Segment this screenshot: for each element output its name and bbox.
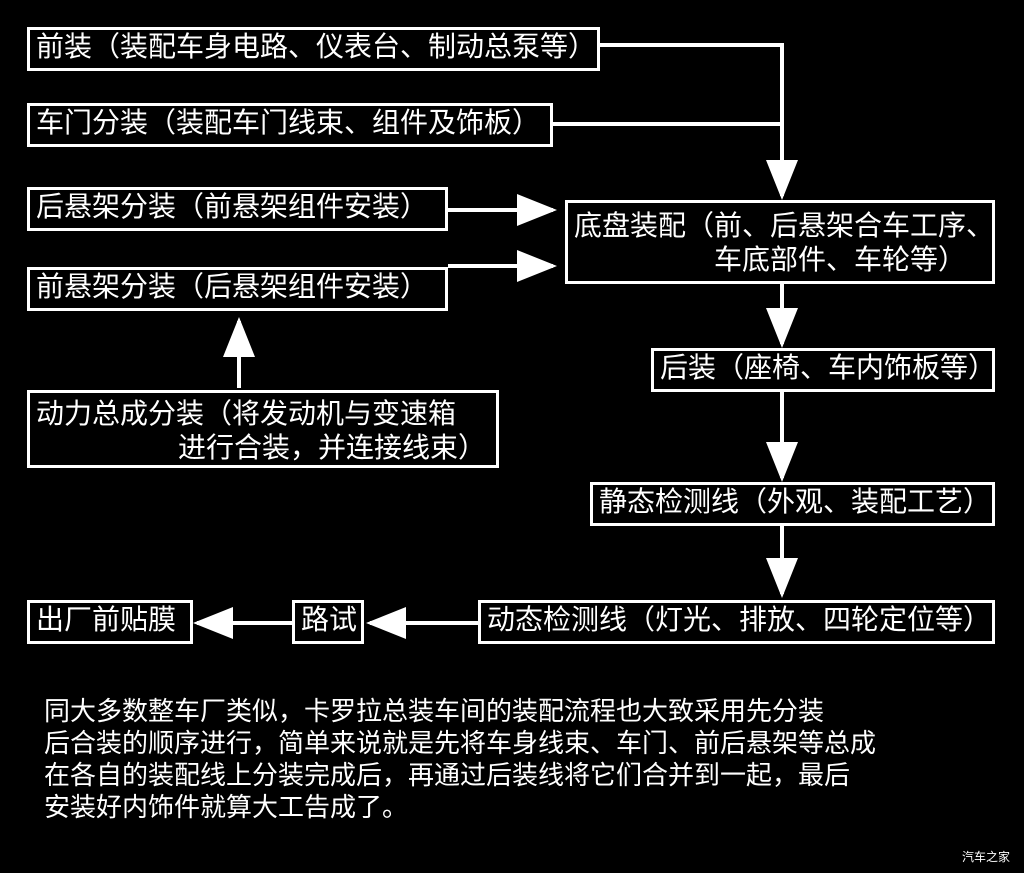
node-chassis-line1: 底盘装配（前、后悬架合车工序、 xyxy=(574,209,995,242)
node-door-subassembly: 车门分装（装配车门线束、组件及饰板） xyxy=(27,103,553,147)
caption-paragraph: 同大多数整车厂类似，卡罗拉总装车间的装配流程也大致采用先分装 后合装的顺序进行，… xyxy=(44,696,1004,824)
node-static-test-line: 静态检测线（外观、装配工艺） xyxy=(590,482,995,526)
node-rear-assembly-label: 后装（座椅、车内饰板等） xyxy=(660,351,997,384)
node-static-test-label: 静态检测线（外观、装配工艺） xyxy=(599,485,992,518)
node-rear-assembly: 后装（座椅、车内饰板等） xyxy=(651,348,997,392)
node-road-test-label: 路试 xyxy=(301,603,358,636)
node-road-test: 路试 xyxy=(292,600,364,644)
node-front-suspension-label: 前悬架分装（后悬架组件安装） xyxy=(36,270,429,303)
node-dynamic-test-label: 动态检测线（灯光、排放、四轮定位等） xyxy=(487,603,992,636)
node-chassis-line2: 车底部件、车轮等） xyxy=(714,243,967,276)
node-powertrain-line2: 进行合装，并连接线束） xyxy=(178,431,487,464)
node-front-assembly: 前装（装配车身电路、仪表台、制动总泵等） xyxy=(27,27,600,71)
caption-line-1: 同大多数整车厂类似，卡罗拉总装车间的装配流程也大致采用先分装 xyxy=(44,697,825,727)
caption-line-4: 安装好内饰件就算大工告成了。 xyxy=(44,793,409,823)
node-chassis-assembly: 底盘装配（前、后悬架合车工序、 车底部件、车轮等） xyxy=(565,200,995,284)
node-front-suspension-subassembly: 前悬架分装（后悬架组件安装） xyxy=(27,267,448,311)
node-powertrain-line1: 动力总成分装（将发动机与变速箱 xyxy=(36,397,457,430)
arrow-front-to-chassis xyxy=(600,43,798,200)
watermark: 汽车之家 xyxy=(961,850,1010,864)
node-rear-suspension-label: 后悬架分装（前悬架组件安装） xyxy=(36,190,429,223)
node-dynamic-test-line: 动态检测线（灯光、排放、四轮定位等） xyxy=(478,600,995,644)
node-pre-delivery-film: 出厂前贴膜 xyxy=(27,600,193,644)
node-front-assembly-label: 前装（装配车身电路、仪表台、制动总泵等） xyxy=(36,30,597,63)
node-film-label: 出厂前贴膜 xyxy=(36,603,177,636)
node-door-subassembly-label: 车门分装（装配车门线束、组件及饰板） xyxy=(36,106,541,139)
node-powertrain-subassembly: 动力总成分装（将发动机与变速箱 进行合装，并连接线束） xyxy=(27,390,499,468)
caption-line-2: 后合装的顺序进行，简单来说就是先将车身线束、车门、前后悬架等总成 xyxy=(44,729,877,759)
node-rear-suspension-subassembly: 后悬架分装（前悬架组件安装） xyxy=(27,187,448,231)
caption-line-3: 在各自的装配线上分装完成后，再通过后装线将它们合并到一起，最后 xyxy=(44,761,851,791)
